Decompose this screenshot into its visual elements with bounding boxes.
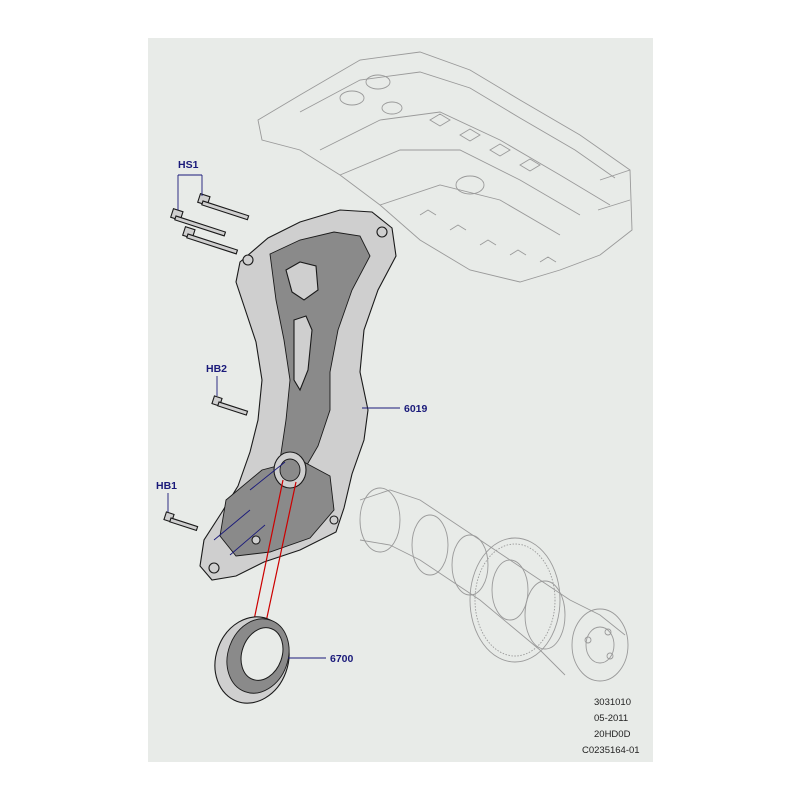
seal-alignment-guide bbox=[253, 479, 297, 623]
crankshaft-oil-seal-6700[interactable] bbox=[203, 606, 301, 713]
info-line-2: 05-2011 bbox=[594, 713, 628, 724]
bolt-hs1-c[interactable] bbox=[182, 225, 239, 255]
crankshaft-ghost bbox=[359, 487, 629, 682]
bolt-hb2[interactable] bbox=[211, 395, 249, 416]
callout-6700: 6700 bbox=[330, 653, 354, 665]
bolt-hs1-a[interactable] bbox=[197, 192, 250, 221]
bolt-hs1-b[interactable] bbox=[170, 207, 227, 237]
callout-hb2: HB2 bbox=[206, 363, 227, 375]
bolt-group-hs1 bbox=[170, 192, 250, 255]
engine-front-cover-6019[interactable] bbox=[199, 209, 397, 581]
reference-info: 3031010 05-2011 20HD0D C0235164-01 bbox=[582, 697, 640, 756]
bolt-hb1[interactable] bbox=[163, 511, 199, 532]
info-line-4: C0235164-01 bbox=[582, 745, 640, 756]
info-line-1: 3031010 bbox=[594, 697, 631, 708]
callout-hs1: HS1 bbox=[178, 159, 199, 171]
leader-lines bbox=[167, 174, 400, 659]
cylinder-head-cover-ghost bbox=[257, 51, 633, 283]
callout-hb1: HB1 bbox=[156, 480, 177, 492]
info-line-3: 20HD0D bbox=[594, 729, 631, 740]
callout-6019: 6019 bbox=[404, 403, 428, 415]
